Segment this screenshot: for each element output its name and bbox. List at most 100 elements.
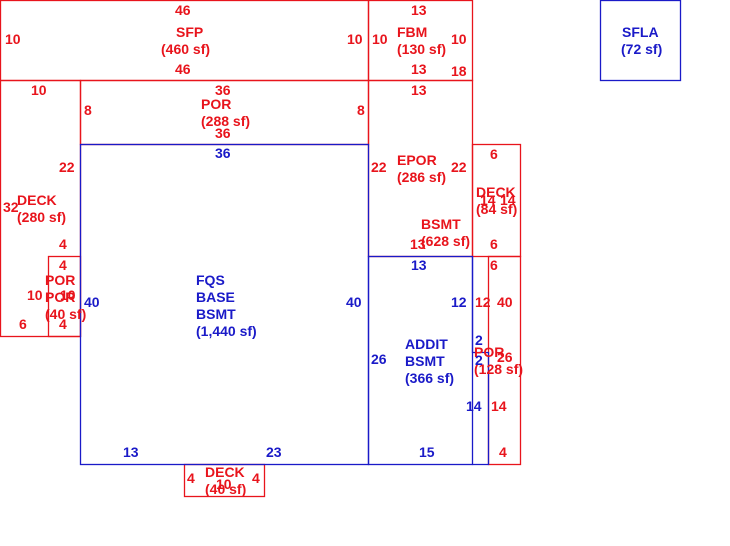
area-size: (40 sf) [45,306,86,322]
dimension-label: 8 [84,102,92,118]
dimension-label: 12 [451,294,467,310]
area-name: POR [474,344,504,360]
dimension-label: 10 [5,31,21,47]
dimension-label: 4 [187,470,195,486]
por-top-label: POR (288 sf) [201,96,250,129]
area-name-overlap: POR [45,289,75,305]
area-size: (72 sf) [621,41,662,57]
dimension-label: 13 [411,257,427,273]
area-outlines [0,0,682,498]
dimension-label: 46 [175,61,191,77]
dimension-label: 13 [411,82,427,98]
dimension-label: 4 [59,257,67,273]
dimension-label: 13 [410,236,426,252]
area-name: POR [45,272,75,288]
area-size: (628 sf) [421,233,470,249]
area-size: (460 sf) [161,41,210,57]
area-labels: SFP (460 sf) FBM (130 sf) SFLA (72 sf) P… [17,24,662,497]
dimension-label: 40 [346,294,362,310]
area-name: BSMT [421,216,461,232]
dimension-label: 4 [59,236,67,252]
area-name: DECK [17,192,57,208]
dimension-label: 10 [60,287,76,303]
area-name-line: FQS [196,272,225,288]
dimension-label: 10 [27,287,43,303]
dimension-label: 10 [216,476,232,492]
dimension-label: 32 [3,199,19,215]
area-size: (286 sf) [397,169,446,185]
area-name-line: BSMT [196,306,236,322]
dimension-label: 8 [357,102,365,118]
sfla-label: SFLA (72 sf) [621,24,662,57]
dimension-label: 14 [480,192,496,208]
dimension-label: 10 [451,31,467,47]
dimension-label: 12 [475,294,491,310]
area-size: (1,440 sf) [196,323,257,339]
por-small-label: POR POR (40 sf) [45,272,86,322]
area-size: (128 sf) [474,361,523,377]
area-name: SFLA [622,24,659,40]
bsmt-upper-label: BSMT (628 sf) [421,216,470,249]
dimension-label: 6 [19,316,27,332]
dimension-label: 4 [59,316,67,332]
dimension-label: 10 [347,31,363,47]
dimension-label: 10 [31,82,47,98]
dimension-label: 36 [215,82,231,98]
area-size: (288 sf) [201,113,250,129]
area-size: (40 sf) [205,481,246,497]
dimension-label: 10 [372,31,388,47]
dimension-label: 22 [451,159,467,175]
addit-jog-outline [471,256,490,466]
dimension-label: 6 [490,236,498,252]
area-name-line: BSMT [405,353,445,369]
dimension-label: 14 [466,398,482,414]
dimension-label: 13 [411,61,427,77]
dimension-label: 22 [371,159,387,175]
dimension-label: 40 [497,294,513,310]
dimension-label: 23 [266,444,282,460]
dimension-label: 46 [175,2,191,18]
deck-right-label: DECK (84 sf) [476,184,517,217]
dimension-label: 18 [451,63,467,79]
fbm-label: FBM (130 sf) [397,24,446,57]
dimension-label: 14 [491,398,507,414]
area-name-line: BASE [196,289,235,305]
dimension-label: 15 [419,444,435,460]
area-name: DECK [476,184,516,200]
area-name: EPOR [397,152,437,168]
deck-bottom-label: DECK (40 sf) [205,464,246,497]
sfla-outline [599,0,682,82]
area-name: FBM [397,24,427,40]
dimension-label: 2 [475,352,483,368]
area-size: (280 sf) [17,209,66,225]
sfp-label: SFP (460 sf) [161,24,210,57]
area-name-line: ADDIT [405,336,448,352]
dimension-label: 4 [499,444,507,460]
area-size: (366 sf) [405,370,454,386]
area-name: SFP [176,24,203,40]
dimension-label: 22 [59,159,75,175]
por-right-label: POR (128 sf) [474,344,523,377]
area-name: DECK [205,464,245,480]
dimension-label: 13 [411,2,427,18]
dimension-label: 40 [84,294,100,310]
dimension-label: 26 [497,349,513,365]
dimension-labels: 46 46 10 10 13 13 10 10 18 36 36 8 8 10 … [3,2,516,492]
dimension-label: 6 [490,257,498,273]
epor-label: EPOR (286 sf) [397,152,446,185]
area-size: (130 sf) [397,41,446,57]
dimension-label: 6 [490,146,498,162]
dimension-label: 2 [475,332,483,348]
dimension-label: 4 [252,470,260,486]
dimension-label: 14 [500,192,516,208]
addit-outline [367,255,474,466]
dimension-label: 36 [215,145,231,161]
dimension-label: 26 [371,351,387,367]
area-name: POR [201,96,231,112]
deck-left-label: DECK (280 sf) [17,192,66,225]
